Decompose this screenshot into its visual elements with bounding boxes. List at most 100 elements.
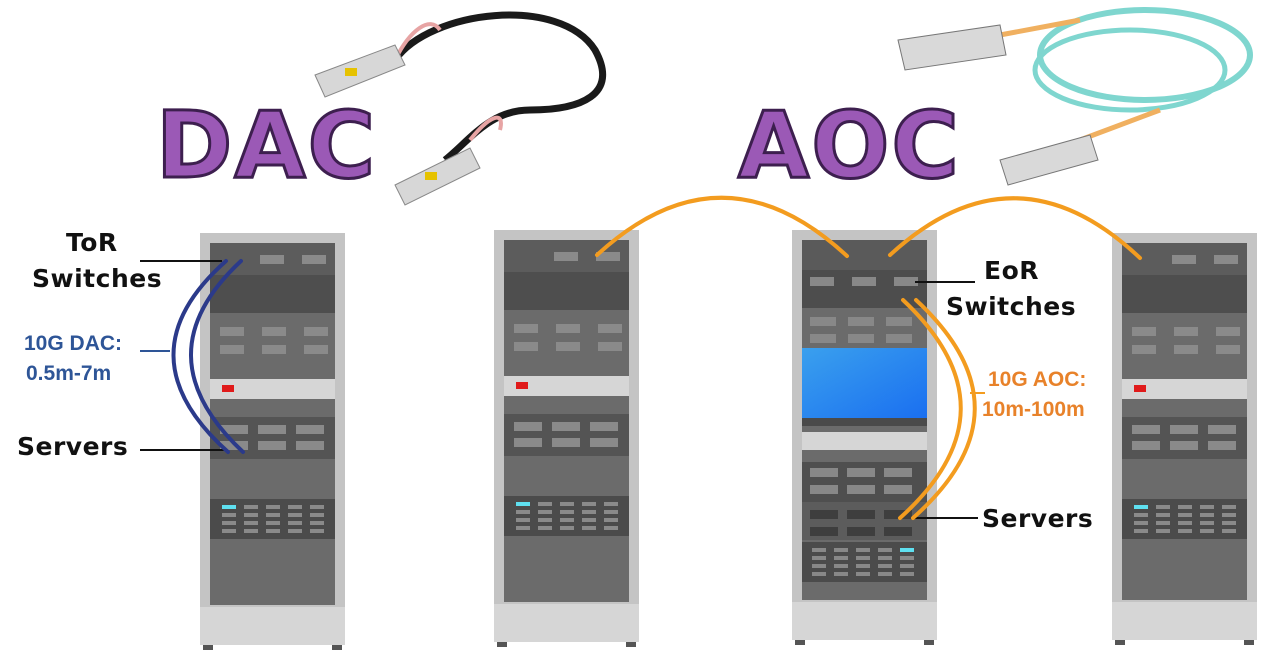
rack-slot bbox=[1178, 529, 1192, 533]
module-label bbox=[345, 68, 357, 76]
rack-slot bbox=[222, 521, 236, 525]
rack-slot bbox=[260, 255, 284, 264]
rack-slot bbox=[266, 521, 280, 525]
rack-slot bbox=[886, 317, 912, 326]
rack-slot bbox=[884, 527, 912, 536]
rack-slot bbox=[1156, 505, 1170, 509]
aoc-fiber-loop bbox=[1032, 27, 1228, 113]
rack-slot bbox=[1156, 521, 1170, 525]
rack-foot bbox=[497, 642, 507, 647]
rack-slot bbox=[552, 422, 580, 431]
rack-slot bbox=[1178, 505, 1192, 509]
rack-foot bbox=[626, 642, 636, 647]
servers-left-label: Servers bbox=[17, 432, 129, 461]
rack-slot bbox=[810, 485, 838, 494]
rack-slot bbox=[258, 425, 286, 434]
rack-slot bbox=[834, 564, 848, 568]
rack-slot bbox=[810, 510, 838, 519]
rack-slot bbox=[604, 518, 618, 522]
rack-slot bbox=[1208, 425, 1236, 434]
rack-2 bbox=[494, 230, 639, 647]
rack-slot bbox=[244, 505, 258, 509]
rack-slot bbox=[848, 334, 874, 343]
rack-slot bbox=[310, 521, 324, 525]
aoc-cable-image bbox=[897, 7, 1253, 186]
rack-slot bbox=[296, 425, 324, 434]
rack-slot bbox=[1208, 441, 1236, 450]
rack-foot bbox=[332, 645, 342, 650]
rack-slot bbox=[1170, 441, 1198, 450]
rack-slot bbox=[810, 468, 838, 477]
rack-slot bbox=[582, 502, 596, 506]
pull-tab bbox=[393, 22, 442, 61]
rack-slot bbox=[538, 526, 552, 530]
cyan-indicator bbox=[516, 502, 530, 506]
rack-slot bbox=[847, 485, 875, 494]
rack-slot bbox=[304, 327, 328, 336]
rack-slot bbox=[598, 342, 622, 351]
rack-slot bbox=[560, 510, 574, 514]
sfp-module bbox=[314, 44, 406, 98]
rack-slot bbox=[1132, 345, 1156, 354]
dac-cable-wire bbox=[392, 11, 607, 163]
rack-slot bbox=[878, 548, 892, 552]
rack-unit bbox=[210, 275, 335, 313]
rack-slot bbox=[1172, 255, 1196, 264]
monitor-screen bbox=[802, 348, 927, 418]
rack-slot bbox=[834, 556, 848, 560]
tor-label-line1: ToR bbox=[66, 228, 118, 257]
rack-slot bbox=[590, 438, 618, 447]
rack-slot bbox=[604, 526, 618, 530]
rack-slot bbox=[1156, 529, 1170, 533]
rack-slot bbox=[1170, 425, 1198, 434]
rack-slot bbox=[856, 548, 870, 552]
rack-slot bbox=[1134, 529, 1148, 533]
rack-tor bbox=[200, 233, 345, 650]
cyan-indicator bbox=[900, 548, 914, 552]
rack-slot bbox=[554, 252, 578, 261]
rack-slot bbox=[1174, 327, 1198, 336]
rack-slot bbox=[834, 548, 848, 552]
red-indicator bbox=[222, 385, 234, 392]
cyan-indicator bbox=[222, 505, 236, 509]
status-band bbox=[504, 376, 629, 396]
red-indicator bbox=[1134, 385, 1146, 392]
qsfp-module bbox=[999, 134, 1099, 186]
pull-tab bbox=[1079, 107, 1161, 143]
aoc-cable bbox=[595, 195, 849, 258]
rack-slot bbox=[304, 345, 328, 354]
rack-slot bbox=[856, 556, 870, 560]
rack-slot bbox=[266, 529, 280, 533]
rack-eor bbox=[792, 230, 937, 645]
rack-slot bbox=[590, 422, 618, 431]
dac-cable bbox=[171, 259, 230, 454]
eor-label-line1: EoR bbox=[984, 256, 1040, 285]
rack-foot bbox=[924, 640, 934, 645]
sfp-module bbox=[394, 147, 481, 206]
rack-4 bbox=[1112, 233, 1257, 645]
cyan-indicator bbox=[1134, 505, 1148, 509]
rack-slot bbox=[900, 556, 914, 560]
eor-label-line2: Switches bbox=[946, 292, 1077, 321]
rack-slot bbox=[884, 485, 912, 494]
rack-foot bbox=[203, 645, 213, 650]
switch-unit bbox=[802, 240, 927, 270]
rack-slot bbox=[856, 572, 870, 576]
rack-slot bbox=[514, 438, 542, 447]
rack-slot bbox=[1174, 345, 1198, 354]
rack-slot bbox=[582, 510, 596, 514]
rack-slot bbox=[1200, 505, 1214, 509]
rack-slot bbox=[556, 324, 580, 333]
dac-title: DAC bbox=[154, 92, 378, 199]
rack-slot bbox=[310, 513, 324, 517]
rack-slot bbox=[834, 572, 848, 576]
rack-slot bbox=[1200, 513, 1214, 517]
rack-slot bbox=[262, 327, 286, 336]
rack-slot bbox=[310, 529, 324, 533]
rack-slot bbox=[878, 572, 892, 576]
rack-slot bbox=[560, 518, 574, 522]
rack-slot bbox=[302, 255, 326, 264]
rack-slot bbox=[878, 556, 892, 560]
